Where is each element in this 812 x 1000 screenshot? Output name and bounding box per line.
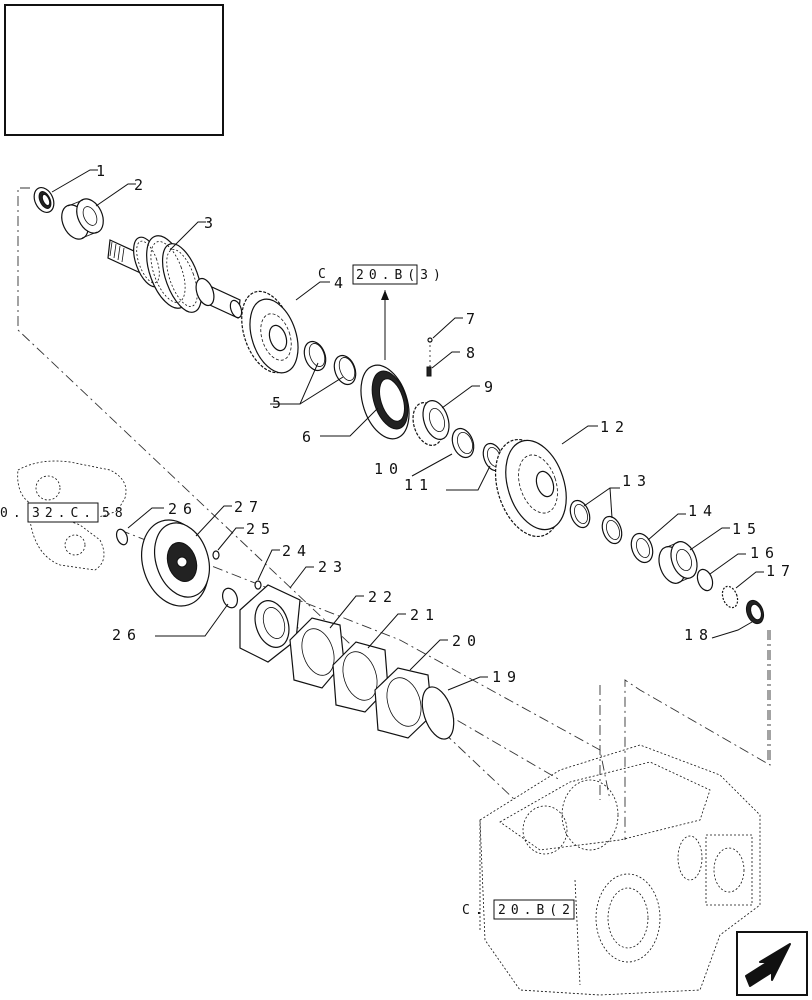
part-12-gear bbox=[494, 438, 567, 538]
leader-lines bbox=[51, 169, 764, 691]
part-9-hub bbox=[412, 400, 450, 446]
callout-26-top: 26 bbox=[168, 500, 198, 518]
part-14-washer bbox=[630, 532, 654, 564]
title-box bbox=[4, 4, 224, 136]
svg-text:0.: 0. bbox=[0, 506, 26, 521]
svg-text:C.: C. bbox=[462, 903, 488, 918]
callout-6: 6 bbox=[302, 428, 317, 446]
part-1-seal-ring bbox=[33, 187, 55, 213]
callout-14: 14 bbox=[688, 502, 718, 520]
callout-8: 8 bbox=[466, 344, 481, 362]
part-26-27-pump-group bbox=[17, 460, 262, 609]
callout-10: 10 bbox=[374, 460, 404, 478]
callout-21: 21 bbox=[410, 606, 440, 624]
part-19-o-ring bbox=[421, 686, 455, 740]
part-2-bearing bbox=[61, 198, 104, 240]
callout-numbers: 1 2 3 4 5 6 7 8 9 10 11 12 13 14 15 16 1… bbox=[96, 162, 796, 686]
callout-20: 20 bbox=[452, 632, 482, 650]
reference-top: C 20.B(3) bbox=[318, 264, 446, 285]
svg-text:C: C bbox=[318, 267, 331, 282]
callout-22: 22 bbox=[368, 588, 398, 606]
svg-text:20.B(3): 20.B(3) bbox=[356, 268, 446, 283]
part-4-gear bbox=[241, 290, 299, 374]
callout-13: 13 bbox=[622, 472, 652, 490]
callout-23: 23 bbox=[318, 558, 348, 576]
callout-5: 5 bbox=[272, 394, 287, 412]
part-6-sleeve bbox=[360, 364, 410, 440]
callout-7: 7 bbox=[466, 310, 481, 328]
part-16-17-18-rings bbox=[696, 568, 765, 625]
part-8-spring bbox=[426, 366, 432, 377]
transmission-housing bbox=[479, 744, 761, 996]
callout-2: 2 bbox=[134, 176, 149, 194]
callout-18: 18 bbox=[684, 626, 714, 644]
part-15-bearing bbox=[658, 541, 698, 584]
part-13-rings bbox=[569, 499, 623, 545]
callout-19: 19 bbox=[492, 668, 522, 686]
callout-16: 16 bbox=[750, 544, 780, 562]
callout-3: 3 bbox=[204, 214, 219, 232]
callout-4: 4 bbox=[334, 274, 349, 292]
reference-left: 0. 32.C. 58 bbox=[0, 502, 128, 523]
callout-24: 24 bbox=[282, 542, 312, 560]
reference-bottom: C. 20.B(2 bbox=[462, 899, 575, 920]
nav-arrow-icon[interactable] bbox=[736, 931, 808, 996]
callout-15: 15 bbox=[732, 520, 762, 538]
part-7-ball bbox=[427, 337, 433, 343]
svg-text:32.C.: 32.C. bbox=[32, 506, 96, 521]
callout-11: 11 bbox=[404, 476, 434, 494]
callout-17: 17 bbox=[766, 562, 796, 580]
svg-text:58: 58 bbox=[102, 506, 128, 521]
callout-9: 9 bbox=[484, 378, 499, 396]
callout-25: 25 bbox=[246, 520, 276, 538]
callout-27: 27 bbox=[234, 498, 264, 516]
callout-26-bottom: 26 bbox=[112, 626, 142, 644]
svg-text:20.B(2: 20.B(2 bbox=[498, 903, 575, 918]
callout-1: 1 bbox=[96, 162, 111, 180]
callout-12: 12 bbox=[600, 418, 630, 436]
part-3-main-shaft bbox=[107, 235, 243, 319]
part-5-rings bbox=[303, 340, 357, 386]
assembly-lines bbox=[17, 187, 771, 840]
